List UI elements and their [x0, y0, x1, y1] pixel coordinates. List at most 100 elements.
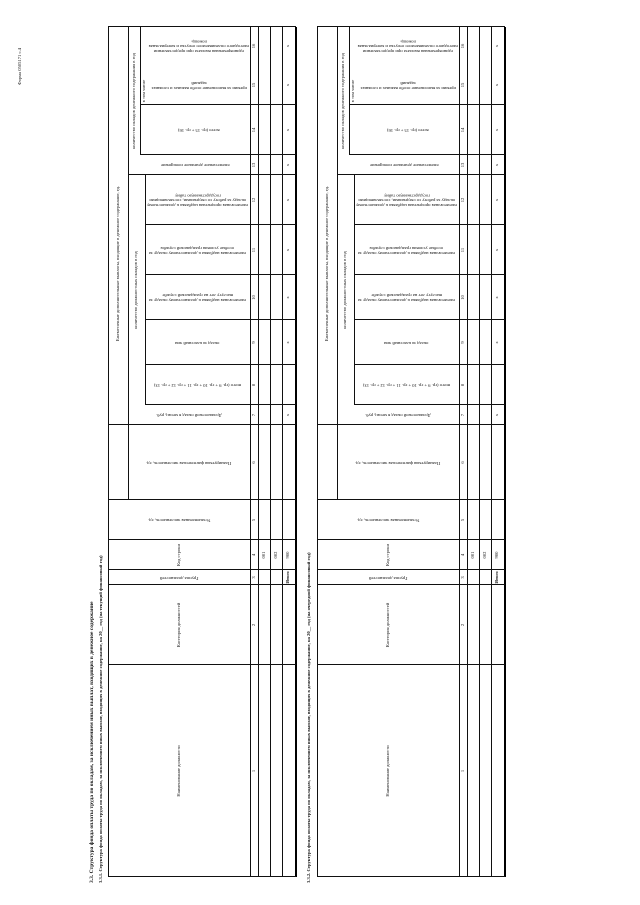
x-mark: x: [494, 163, 500, 167]
table-2-header-incl: в том числе: [349, 79, 355, 103]
x-mark: x: [494, 296, 500, 299]
table-2-header-category: Категория должностей: [384, 602, 390, 648]
table-1-header-c9: оклад за классный чин: [175, 340, 220, 346]
table-2-header-c16: единовременная выплата при предоставлени…: [357, 39, 459, 55]
table-1-header-established: Установленная численность, ед.: [147, 518, 211, 524]
x-mark: x: [285, 248, 291, 252]
table-2-header-established: Установленная численность, ед.: [356, 518, 420, 524]
col-number: 14: [250, 127, 256, 133]
total-label: Итого: [494, 571, 500, 584]
col-number: 4: [459, 553, 465, 557]
col-number: 12: [459, 197, 465, 203]
col-number: 14: [459, 127, 465, 133]
table-1-header-group: Группа должностей: [159, 575, 199, 581]
col-number: 16: [250, 43, 256, 49]
col-number: 10: [459, 295, 465, 300]
table-2-header-qty-monthly: количество должностных окладов в год: [342, 251, 348, 329]
table-row-code: 002: [272, 551, 278, 559]
col-number: 9: [459, 341, 465, 344]
col-number: 7: [459, 413, 465, 417]
col-number: 11: [459, 247, 465, 253]
table-row-code: 002: [481, 551, 487, 559]
x-mark: x: [494, 44, 500, 48]
table-2-header-group: Группа должностей: [368, 575, 408, 581]
col-number: 15: [250, 82, 256, 88]
col-number: 6: [459, 461, 465, 464]
col-number: 3: [250, 576, 256, 579]
col-number: 1: [459, 769, 465, 773]
table-2-header-c14: всего (гр. 15 + гр. 16): [387, 128, 429, 134]
table-2-header-c10: ежемесячная надбавка к должностному окла…: [357, 293, 456, 304]
col-number: 5: [250, 518, 256, 522]
col-number: 2: [250, 623, 256, 627]
table-1-header-c8: всего (гр. 9 + гр. 10 + гр. 11 + гр. 12 …: [154, 383, 241, 389]
table-2-header-c13: ежемесячное денежное поощрение: [369, 163, 439, 169]
col-number: 11: [250, 247, 256, 253]
table-2-header-salary: Должностной оклад в месяц, руб.: [365, 413, 431, 419]
table-1-header-qty-monthly: количество должностных окладов в год: [133, 251, 139, 329]
table-1-header-c15: премии за выполнение особо важных и слож…: [151, 81, 247, 91]
col-number: 4: [250, 553, 256, 557]
table-1-header-position: Наименование должности: [175, 745, 181, 797]
table-2-header-qty-annual: количество окладов денежного содержания …: [339, 53, 345, 149]
table-1-header-c16: единовременная выплата при предоставлени…: [148, 39, 250, 55]
col-number: 8: [459, 383, 465, 387]
table-2-header-planned: Планируемая фактическая численность, ед.: [355, 460, 441, 466]
col-number: 9: [250, 341, 256, 344]
x-mark: x: [285, 198, 291, 202]
table-2-subtitle: 3.3.2. Структура фонда оплаты труда по о…: [306, 552, 311, 884]
x-mark: x: [285, 413, 291, 417]
table-2-header-code: Код строки: [384, 544, 390, 566]
table-1-header-incl: в том числе: [140, 79, 146, 103]
x-mark: x: [285, 296, 291, 299]
col-number: 16: [459, 43, 465, 49]
table-2-header-position: Наименование должности: [384, 745, 390, 797]
col-number: 2: [459, 623, 465, 627]
x-mark: x: [285, 44, 291, 48]
section-title: 3.3. Структура фонда оплаты труда по окл…: [89, 601, 95, 883]
col-number: 5: [459, 518, 465, 522]
col-number: 13: [250, 162, 256, 168]
table-1-header-c13: ежемесячное денежное поощрение: [160, 163, 230, 169]
table-1-header-c14: всего (гр. 15 + гр. 16): [178, 128, 220, 134]
x-mark: x: [285, 83, 291, 87]
x-mark: x: [285, 163, 291, 167]
col-number: 6: [250, 461, 256, 464]
col-number: 1: [250, 769, 256, 773]
table-row-code: 001: [469, 551, 475, 559]
table-1-header-c11: ежемесячная надбавка к должностному окла…: [148, 246, 247, 256]
x-mark: x: [494, 83, 500, 87]
total-label: Итого: [285, 571, 291, 584]
table-row-code: 900: [494, 551, 500, 559]
form-label: Форма 0505171 с.4: [17, 48, 22, 85]
col-number: 10: [250, 295, 256, 300]
col-number: 3: [459, 576, 465, 579]
table-1-header-planned: Планируемая фактическая численность, ед.: [146, 460, 232, 466]
col-number: 8: [250, 383, 256, 387]
table-1-header-code: Код строки: [175, 544, 181, 566]
table-2-header-c15: премии за выполнение особо важных и слож…: [360, 81, 456, 91]
x-mark: x: [494, 341, 500, 344]
table-row-code: 001: [260, 551, 266, 559]
x-mark: x: [494, 198, 500, 202]
table-2-header-c11: ежемесячная надбавка к должностному окла…: [357, 246, 456, 256]
col-number: 7: [250, 413, 256, 417]
table-1-header-c12: ежемесячная процентная надбавка к должно…: [146, 193, 249, 209]
table-row-code: 900: [285, 551, 291, 559]
table-1-header-category: Категория должностей: [175, 602, 181, 648]
table-1-header-group-payments: Ежемесячные дополнительные выплаты, вход…: [114, 185, 120, 342]
col-number: 15: [459, 82, 465, 88]
x-mark: x: [285, 128, 291, 132]
x-mark: x: [494, 413, 500, 417]
table-1-header-salary: Должностной оклад в месяц, руб.: [156, 413, 222, 419]
table-1-header-qty-annual: количество окладов денежного содержания …: [130, 53, 136, 149]
x-mark: x: [285, 341, 291, 344]
table-2-header-group-payments: Ежемесячные дополнительные выплаты, вход…: [323, 185, 329, 342]
x-mark: x: [494, 248, 500, 252]
x-mark: x: [494, 128, 500, 132]
table-2-header-c12: ежемесячная процентная надбавка к должно…: [355, 193, 458, 209]
table-2-header-c8: всего (гр. 9 + гр. 10 + гр. 11 + гр. 12 …: [363, 383, 450, 389]
table-1-subtitle: 3.3.1. Структура фонда оплаты труда по о…: [98, 555, 103, 883]
col-number: 12: [250, 197, 256, 203]
